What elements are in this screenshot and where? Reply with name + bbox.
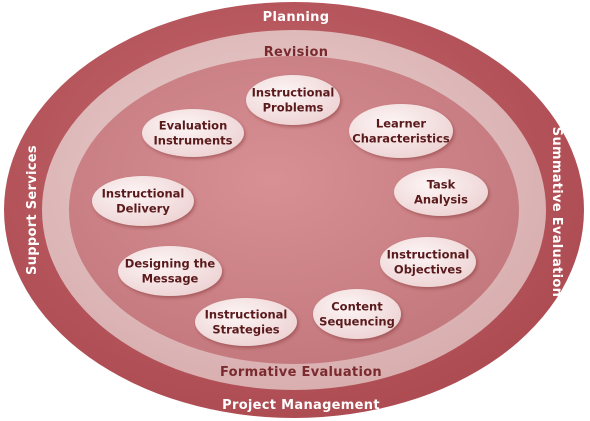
node-ellipse (380, 237, 476, 287)
node-ellipse (92, 176, 194, 226)
node-label-line: Content (331, 300, 383, 314)
node-label-line: Strategies (212, 323, 279, 337)
node-label-line: Designing the (125, 257, 216, 271)
node-ellipse (313, 289, 401, 339)
ring-label-support-services-text: Support Services (25, 145, 40, 275)
node-label-line: Objectives (394, 263, 462, 277)
node-label-line: Characteristics (352, 132, 450, 146)
ring-label-project-management: Project Management (222, 398, 380, 413)
node-label-line: Message (142, 272, 199, 286)
ring-label-support-services: Support Services (25, 145, 40, 275)
node-ellipse (349, 104, 453, 158)
node-label-line: Problems (263, 101, 324, 115)
node-label-line: Instructional (102, 187, 185, 201)
ring-label-summative-evaluation-text: Summative Evaluation (549, 127, 564, 297)
ring-label-planning: Planning (263, 10, 330, 25)
ring-label-summative-evaluation: Summative Evaluation (549, 127, 564, 297)
node-label-line: Delivery (116, 202, 170, 216)
node-label-line: Instruments (154, 134, 233, 148)
node-ellipse (118, 246, 222, 296)
ring-label-revision: Revision (264, 45, 329, 60)
node-label-line: Instructional (205, 308, 288, 322)
ring-label-formative-evaluation: Formative Evaluation (220, 365, 382, 380)
node-label-line: Instructional (252, 86, 335, 100)
node-label-line: Instructional (387, 248, 470, 262)
node-label-line: Analysis (414, 193, 468, 207)
node-ellipse (394, 168, 488, 216)
node-label-line: Task (427, 178, 456, 192)
node-label-line: Learner (376, 117, 427, 131)
node-ellipse (142, 109, 244, 157)
node-ellipse (246, 75, 340, 125)
node-ellipse (195, 298, 297, 346)
node-label-line: Sequencing (319, 315, 395, 329)
node-label-line: Evaluation (159, 119, 228, 133)
